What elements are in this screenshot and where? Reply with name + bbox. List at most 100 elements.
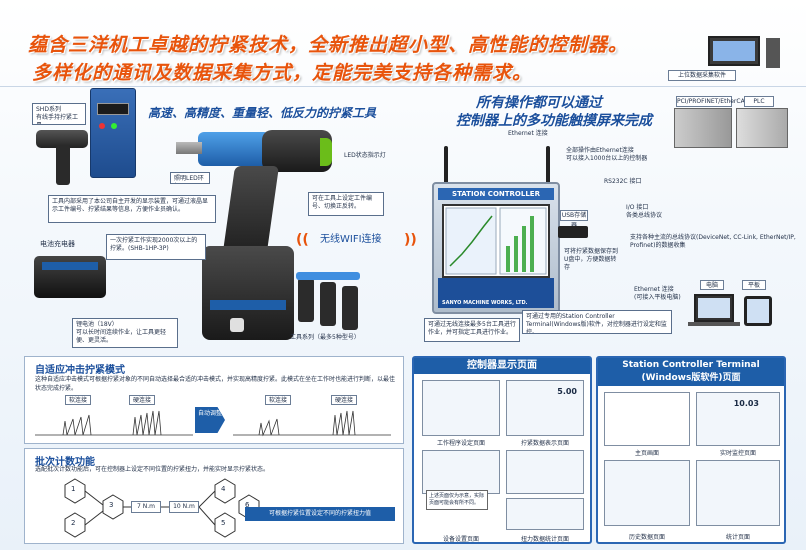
pulse-waveforms [35, 410, 391, 437]
pc-tower [766, 38, 780, 68]
screen-thumb[interactable] [422, 380, 500, 436]
wifi-icon: (( [296, 232, 309, 248]
thumb-label: 拧紧数据表示页面 [520, 440, 569, 447]
controller-maker: SANYO MACHINE WORKS, LTD. [442, 300, 528, 306]
pulse-callout: 一次拧紧工作实现2000次以上的拧紧。(SHB-1HP-3P) [106, 234, 206, 260]
fieldbus-device-image [674, 108, 732, 148]
batch-num: 1 [71, 485, 76, 493]
screen-thumb[interactable]: 10.03 [696, 392, 780, 446]
terminal-screens-panel: Station Controller Terminal (Windows版软件)… [596, 356, 786, 544]
terminal-title-2: (Windows版软件)页面 [641, 373, 741, 383]
fieldbus-label: PCI/PROFINET/EtherCAT [676, 96, 748, 107]
shd-label-2: 有线手持拧紧工具 [36, 114, 79, 124]
batch-panel: 批次计数功能 选配批次计数功能后，可在控制器上设定不同位置的拧紧扭力，并能实时显… [24, 448, 404, 544]
terminal-screens-title: Station Controller Terminal (Windows版软件)… [598, 358, 784, 386]
pulse-panel: 自适应冲击拧紧模式 这种自适应冲击模式可根据拧紧对象的不同自动选择最合适的冲击模… [24, 356, 404, 444]
lineup-tool [298, 278, 314, 322]
wifi-icon: )) [404, 232, 417, 248]
thumb-label: 设备设置页面 [442, 536, 479, 543]
shd-label-box: SHD系列 有线手持拧紧工具 [32, 103, 86, 125]
antenna [546, 146, 550, 186]
antenna [444, 146, 448, 186]
thumb-label: 实时监控页面 [719, 450, 756, 457]
tool-bit [176, 142, 202, 154]
tool-front-housing [198, 132, 270, 166]
laptop-screen [698, 298, 730, 318]
plc-device-image [736, 108, 788, 148]
thumb-label: 统计页面 [725, 534, 750, 541]
laptop-image [694, 294, 734, 322]
station-controller-image: STATION CONTROLLER SANYO MACHINE WORKS, … [432, 182, 560, 314]
torque-box-2: 10 N.m [169, 501, 199, 513]
chart-a-label: 软连接 [65, 395, 91, 405]
lineup-tool [342, 286, 358, 330]
ethernet-label: Ethernet 连接 [508, 130, 548, 137]
batch-title: 批次计数功能 [35, 457, 95, 468]
ratchet-callout: 可在工具上设定工件编号、切换正反转。 [308, 192, 384, 216]
battery-button [230, 318, 244, 332]
pc-monitor-image [708, 36, 760, 66]
chart-d-label: 硬连接 [331, 395, 357, 405]
screens-note: 上述页面仅为示意，实际页面可能会有所不同。 [426, 490, 488, 510]
controller-title-1: 所有操作都可以通过 [476, 95, 602, 111]
headline-line-2: 多样化的通讯及数据采集方式，定能完美支持各种需求。 [32, 62, 533, 84]
batch-desc: 选配批次计数功能后，可在控制器上设定不同位置的拧紧扭力，并能实时显示拧紧状态。 [35, 466, 270, 473]
controller-touchscreen[interactable] [442, 204, 550, 278]
screen-thumb[interactable] [506, 498, 584, 530]
thumb-label: 历史数据页面 [628, 534, 665, 541]
batch-footer: 可根据拧紧位置设定不同的拧紧扭力值 [245, 507, 395, 521]
auto-adjust-arrow: 自动调整 [195, 407, 225, 433]
pc-screen [713, 41, 755, 61]
tablet-image [744, 296, 772, 326]
shd-led [111, 123, 117, 129]
screen-thumb[interactable] [422, 450, 500, 494]
screen-thumb[interactable] [506, 450, 584, 494]
screen-thumb[interactable] [604, 460, 690, 526]
tcp-label: 全部操作由Ethernet连接 可以接入1000台以上的控制器 [566, 147, 648, 162]
batch-num: 3 [109, 501, 114, 509]
charger-label: 电池充电器 [40, 240, 75, 248]
wifi-label: 无线WIFI连接 [320, 234, 382, 245]
controller-screen-chart [445, 207, 547, 275]
shd-controller-image [90, 88, 136, 178]
lineup-tool [320, 282, 336, 326]
batch-num: 2 [71, 519, 76, 527]
thumb-label: 主页画面 [634, 450, 659, 457]
led-status-label: LED状态指示灯 [344, 152, 386, 159]
batch-num: 4 [221, 485, 226, 493]
charger-image [34, 256, 106, 298]
controller-brand: STATION CONTROLLER [438, 188, 554, 200]
usb-desc: 可将拧紧数据保存到U盘中，方便数据转存 [564, 248, 619, 271]
terminal-desc: 可通过专用的Station Controller Terminal(Window… [522, 310, 672, 334]
led-ring-label: 照明LED环灯 [170, 172, 210, 184]
battery-stripe [210, 300, 286, 310]
pc-label: 上位数据采集软件 [668, 70, 736, 81]
multi-desc: 可通过无线连接最多5台工具进行作业，并可指定工具进行作业。 [424, 318, 520, 342]
shd-tool-grip [56, 145, 70, 185]
batch-diagram [64, 478, 260, 538]
thumb-label: 扭力数据统计页面 [520, 536, 569, 543]
terminal-title-1: Station Controller Terminal [622, 360, 760, 370]
controller-screens-title: 控制器显示页面 [414, 358, 590, 374]
controller-footer: SANYO MACHINE WORKS, LTD. [438, 278, 554, 308]
plc-label: PLC [744, 96, 774, 107]
controller-title-2: 控制器上的多功能触摸屏来完成 [456, 113, 652, 129]
rs232-label: RS232C 接口 [604, 178, 642, 185]
screen-thumb[interactable]: 5.00 [506, 380, 584, 436]
pulse-title: 自适应冲击拧紧模式 [35, 365, 125, 376]
thumb-value: 10.03 [733, 399, 759, 408]
fieldbus-desc: 支持各种主流的总线协议(DeviceNet, CC-Link, EtherNet… [630, 234, 796, 249]
screen-thumb[interactable] [604, 392, 690, 446]
thumb-value: 5.00 [557, 387, 577, 396]
chart-b-label: 硬连接 [129, 395, 155, 405]
torque-box-1: 7 N.m [131, 501, 161, 513]
tool-section-title: 高速、高精度、重量轻、低反力的拧紧工具 [148, 106, 377, 120]
shd-led [99, 123, 105, 129]
lineup-tool-heads [296, 272, 360, 280]
usb-label: USB存储器 [560, 210, 588, 229]
screen-thumb[interactable] [696, 460, 780, 526]
headline-line-1: 蕴含三洋机工卓越的拧紧技术，全新推出超小型、高性能的控制器。 [28, 34, 629, 56]
shd-label-1: SHD系列 [36, 106, 61, 113]
shd-tool-image [36, 130, 88, 148]
